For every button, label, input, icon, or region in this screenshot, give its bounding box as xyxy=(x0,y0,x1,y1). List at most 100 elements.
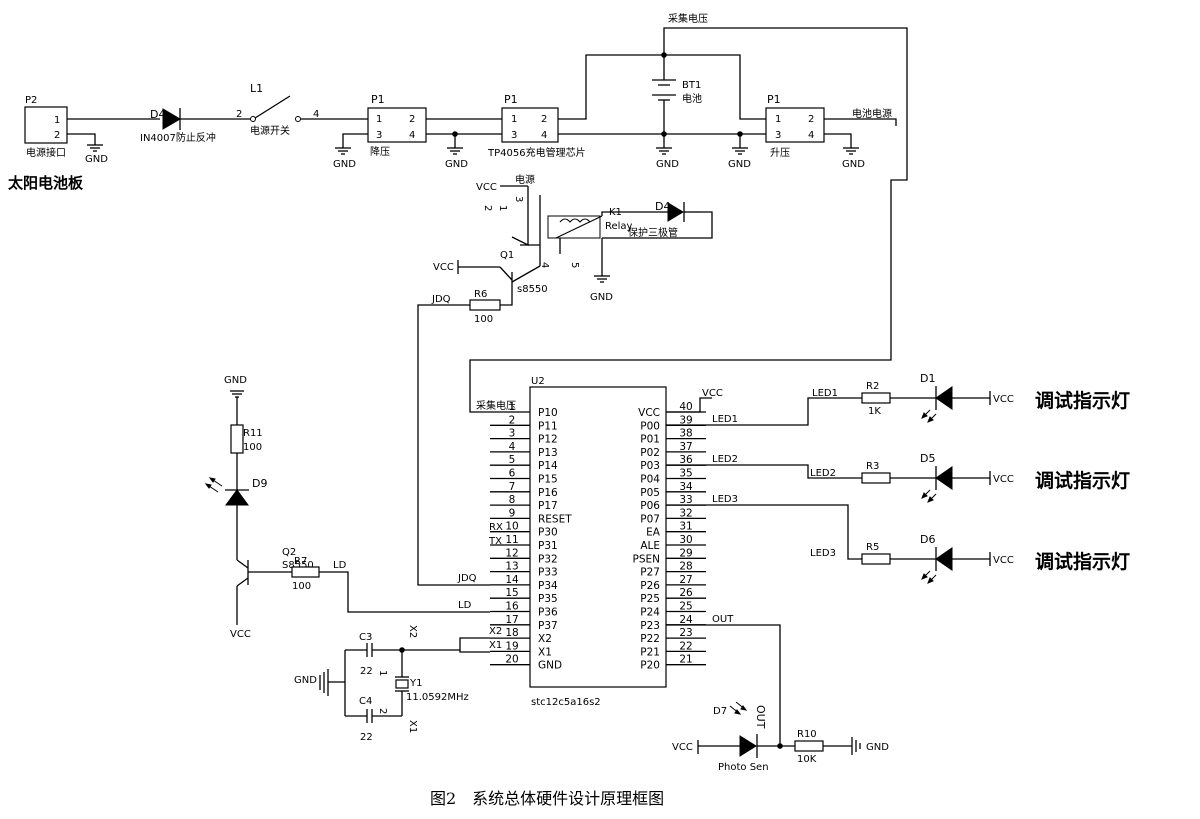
mcu-left-pin-name: P15 xyxy=(538,474,558,486)
relay-vcc: VCC xyxy=(476,182,497,193)
q1-vcc: VCC xyxy=(433,262,454,273)
led-label: 调试指示灯 xyxy=(1035,470,1130,492)
mcu-left-pin-name: P17 xyxy=(538,500,558,512)
mcu-net-in: 采集电压 xyxy=(476,399,516,412)
ground-symbol xyxy=(230,390,244,398)
diode-protect xyxy=(667,202,684,222)
mcu-left-pin-num: 20 xyxy=(505,654,518,666)
led-resistor-value: 1K xyxy=(868,406,881,417)
buck-pin3: 3 xyxy=(376,130,382,141)
mcu-net-rx: RX xyxy=(489,522,503,533)
solar-label: 电源接口 xyxy=(26,146,66,159)
mcu-net-x1: X1 xyxy=(489,640,502,651)
charger-pin3: 3 xyxy=(511,130,517,141)
photo-gnd: GND xyxy=(866,742,889,753)
led-resistor-ref: R3 xyxy=(866,461,879,472)
mcu-right-pin-name: P03 xyxy=(640,460,660,472)
mcu-right-pin-num: 28 xyxy=(679,561,692,573)
left-vcc: VCC xyxy=(230,629,251,640)
buck-pin2: 2 xyxy=(409,114,415,125)
mcu-left-pin-name: P10 xyxy=(538,407,558,419)
charger-ref: P1 xyxy=(504,93,518,106)
mcu-right-pin-name: P22 xyxy=(640,633,660,645)
r11-ref: R11 xyxy=(243,428,263,439)
mcu-left-pin-name: P37 xyxy=(538,620,558,632)
ground-symbol xyxy=(843,147,859,155)
figure-caption: 图2 系统总体硬件设计原理框图 xyxy=(430,789,664,808)
ground-symbol xyxy=(732,147,748,155)
relay-name: Relay xyxy=(605,221,633,232)
charger-pin4: 4 xyxy=(541,130,547,141)
ground-symbol xyxy=(656,147,672,155)
mcu-left-pin-name: X1 xyxy=(538,646,552,658)
mcu-left-pin-num: 18 xyxy=(505,627,518,639)
relay-pin5: 5 xyxy=(569,262,580,268)
charger-pin1: 1 xyxy=(511,114,517,125)
mcu-left-pin-name: P30 xyxy=(538,527,558,539)
mcu-right-pin-num: 30 xyxy=(679,534,692,546)
boost-net: 电池电源 xyxy=(852,107,892,120)
battery-net: 采集电压 xyxy=(668,12,708,25)
battery-label: 电池 xyxy=(682,92,702,105)
ground-symbol xyxy=(851,737,861,755)
mcu-right-pin-name: P01 xyxy=(640,434,660,446)
c3-ref: C3 xyxy=(359,632,372,643)
mcu-right-pin-num: 32 xyxy=(679,507,692,519)
d4-protect-ref: D4 xyxy=(655,200,670,213)
led-ref: D5 xyxy=(920,452,935,465)
resistor-r2 xyxy=(861,392,891,404)
mcu-part: stc12c5a16s2 xyxy=(531,697,601,708)
charger-label: TP4056充电管理芯片 xyxy=(487,146,586,159)
gnd-label-2: GND xyxy=(728,159,751,170)
mcu-net-led3: LED3 xyxy=(712,494,738,505)
mcu-right-pin-num: 25 xyxy=(679,601,692,613)
solar-connector xyxy=(24,106,68,144)
led-label: 调试指示灯 xyxy=(1035,390,1130,412)
photo-vcc: VCC xyxy=(672,742,693,753)
r10-value: 10K xyxy=(797,754,817,765)
led-diode xyxy=(935,466,953,490)
r7-ref: R7 xyxy=(294,556,307,567)
relay-pin3: 3 xyxy=(513,196,524,202)
mcu-left-pin-name: P12 xyxy=(538,434,558,446)
mcu-right-pin-name: P20 xyxy=(640,660,660,672)
led-label: 调试指示灯 xyxy=(1035,551,1130,573)
relay-gnd: GND xyxy=(590,292,613,303)
led-ref: D1 xyxy=(920,372,935,385)
solar-ref: P2 xyxy=(25,95,37,106)
y1-ref: Y1 xyxy=(409,678,422,689)
mcu-left-pin-name: P13 xyxy=(538,447,558,459)
switch-pin-a: 2 xyxy=(236,109,242,120)
power-switch xyxy=(254,95,291,119)
led-resistor-ref: R2 xyxy=(866,381,879,392)
mcu-left-pin-name: GND xyxy=(538,660,562,672)
mcu-right-pin-num: 35 xyxy=(679,468,692,480)
crystal-gnd: GND xyxy=(294,675,317,686)
photo-sensor xyxy=(739,735,757,757)
mcu-left-pin-name: P35 xyxy=(538,593,558,605)
mcu-left-pin-name: P14 xyxy=(538,460,558,472)
ground-symbol xyxy=(319,669,329,696)
mcu-net-jdq: JDQ xyxy=(457,573,477,584)
ground-symbol xyxy=(447,147,463,155)
mcu-right-pin-name: PSEN xyxy=(633,553,661,565)
ground-symbol xyxy=(335,147,351,155)
mcu-right-pin-num: 37 xyxy=(679,441,692,453)
mcu-left-pin-num: 2 xyxy=(509,414,516,426)
c4-ref: C4 xyxy=(359,696,372,707)
switch-pin-b: 4 xyxy=(313,109,319,120)
mcu-right-pin-name: P21 xyxy=(640,646,660,658)
mcu-left-pin-name: P32 xyxy=(538,553,558,565)
mcu-left-pin-num: 6 xyxy=(509,468,516,480)
mcu-right-pin-name: P04 xyxy=(640,474,660,486)
mcu-ref: U2 xyxy=(531,376,545,387)
left-ld: LD xyxy=(333,560,347,571)
mcu-right-pin-name: P23 xyxy=(640,620,660,632)
r7-value: 100 xyxy=(292,581,311,592)
led-diode xyxy=(935,547,953,571)
resistor-r6 xyxy=(469,299,501,311)
led-ref: D6 xyxy=(920,533,935,546)
charger-pin2: 2 xyxy=(541,114,547,125)
